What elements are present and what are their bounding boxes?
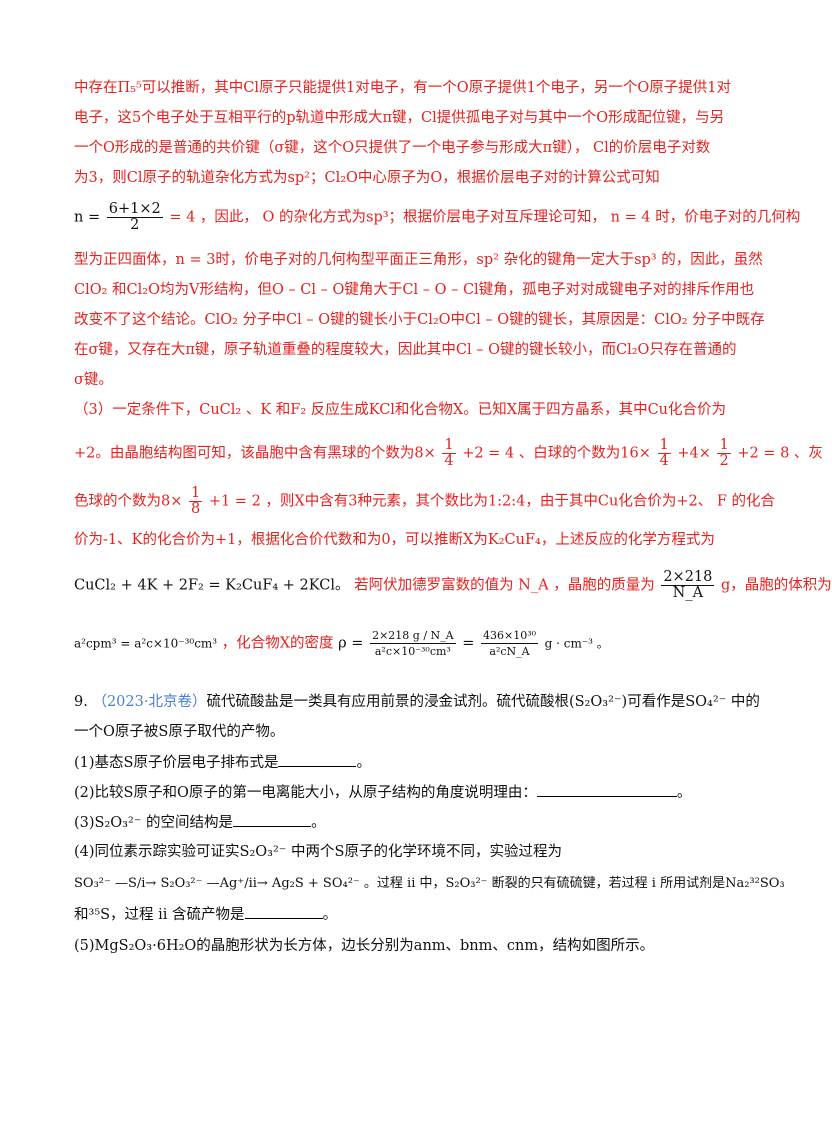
question-9-line: 9. （2023·北京卷）硫代硫酸盐是一类具有应用前景的浸金试剂。硫代硫酸根(S… (74, 692, 760, 712)
answer-blank[interactable] (278, 752, 357, 767)
sub-question-5: (5)MgS₂O₃·6H₂O的晶胞形状为长方体，边长分别为anm、bnm、cnm… (74, 938, 655, 954)
fraction-denominator: a²c×10⁻³⁰cm³ (374, 645, 451, 658)
text-segment: 和³⁵S，过程 ii 含硫产物是 (74, 907, 245, 923)
text-segment: CuCl₂ 、K 和F₂ 反应生成KCl和化合物X。已知X属于四方晶系，其中Cu… (199, 402, 726, 418)
text-segment: +4× (677, 445, 711, 462)
fraction-denominator: 4 (659, 453, 669, 469)
formula: g · cm⁻³ 。 (544, 636, 609, 651)
text-line: 在σ键，又存在大π键，原子轨道重叠的程度较大，因此其中Cl – O键的键长较小，… (74, 342, 737, 358)
fraction-denominator: a²cN_A (489, 645, 530, 658)
text-line: 为3，则Cl原子的轨道杂化方式为sp²；Cl₂O中心原子为O，根据价层电子对的计… (74, 170, 660, 186)
answer-blank[interactable] (536, 782, 677, 797)
fraction-numerator: 1 (188, 485, 203, 502)
text-segment: （3）一定条件下， (74, 402, 200, 418)
text-line: 电子，这5个电子处于互相平行的p轨道中形成大π键，Cl提供孤电子对与其中一个O形… (74, 110, 725, 126)
text-line: （3）一定条件下，CuCl₂ 、K 和F₂ 反应生成KCl和化合物X。已知X属于… (74, 400, 734, 420)
text-line: 改变不了这个结论。ClO₂ 分子中Cl – O键的键长小于Cl₂O中Cl – O… (74, 312, 765, 328)
document-page: 中存在Π₅⁵可以推断，其中Cl原子只能提供1对电子，有一个O原子提供1个电子，另… (74, 80, 832, 954)
text-segment: 。 (356, 755, 371, 771)
text-segment: +2。由晶胞结构图可知，该晶胞中含有黑球的个数为8× (74, 445, 436, 462)
fraction: 6+1×2 2 (106, 201, 163, 233)
text-line: 一个O原子被S原子取代的产物。 (74, 724, 285, 740)
equation: CuCl₂ + 4K + 2F₂ = K₂CuF₄ + 2KCl。 (74, 577, 350, 594)
formula: ρ = (338, 635, 364, 652)
fraction-numerator: 1 (442, 437, 456, 454)
answer-blank[interactable] (233, 812, 312, 827)
text-segment: ，化合物X的密度 (221, 635, 334, 652)
text-line: 型为正四面体，n = 3时，价电子对的几何构型平面正三角形，sp² 杂化的键角一… (74, 252, 763, 268)
formula: a²cpm³ = a²c×10⁻³⁰cm³ (74, 636, 218, 651)
source-tag: （2023·北京卷） (92, 694, 207, 710)
text-segment: 。 (322, 907, 338, 923)
text-segment: +2 = 8 、灰 (737, 445, 823, 462)
sub-question-2: (2)比较S原子和O原子的第一电离能大小，从原子结构的角度说明理由： 。 (74, 782, 734, 803)
sub-question-3: (3)S₂O₃²⁻ 的空间结构是 。 (74, 812, 734, 833)
text-segment: (1)基态S原子价层电子排布式是 (74, 755, 279, 771)
formula: = (462, 635, 475, 652)
text-segment: = 4 ，因此， O 的杂化方式为sp³；根据价层电子对互斥理论可知， n = … (169, 209, 801, 226)
text-line: a²cpm³ = a²c×10⁻³⁰cm³ ，化合物X的密度 ρ = 2×218… (74, 628, 734, 659)
text-segment: (3)S₂O₃²⁻ 的空间结构是 (74, 815, 234, 831)
fraction-denominator: N_A (672, 585, 704, 601)
fraction-numerator: 1 (717, 437, 731, 454)
reaction-line: SO₃²⁻ —S/i→ S₂O₃²⁻ —Ag⁺/ii→ Ag₂S + SO₄²⁻… (74, 876, 785, 891)
text-segment: 色球的个数为8× (74, 493, 183, 510)
text-line: n = 6+1×2 2 = 4 ，因此， O 的杂化方式为sp³；根据价层电子对… (74, 201, 800, 233)
text-line: σ键。 (74, 372, 113, 388)
question-number: 9. (74, 694, 88, 710)
fraction-denominator: 4 (444, 453, 454, 469)
sub-question-4: (4)同位素示踪实验可证实S₂O₃²⁻ 中两个S原子的化学环境不同，实验过程为 (74, 844, 562, 860)
sub-question-1: (1)基态S原子价层电子排布式是 。 (74, 752, 734, 773)
text-line: 中存在Π₅⁵可以推断，其中Cl原子只能提供1对电子，有一个O原子提供1个电子，另… (74, 80, 731, 96)
text-segment: 硫代硫酸盐是一类具有应用前景的浸金试剂。硫代硫酸根(S₂O₃²⁻)可看作是SO₄… (206, 694, 760, 710)
answer-blank[interactable] (244, 904, 323, 919)
text-line: ClO₂ 和Cl₂O均为V形结构，但O – Cl – O键角大于Cl – O –… (74, 282, 755, 298)
formula: n = (74, 209, 101, 226)
fraction-numerator: 6+1×2 (106, 201, 163, 218)
text-segment: 。 (676, 785, 692, 801)
text-segment: +1 = 2 ，则X中含有3种元素，其个数比为1:2:4，由于其中Cu化合价为+… (208, 493, 775, 510)
fraction-denominator: 2 (719, 453, 729, 469)
text-segment: 。 (311, 815, 326, 831)
text-line: 一个O形成的是普通的共价键（σ键，这个O只提供了一个电子参与形成大π键）， Cl… (74, 140, 711, 156)
fraction-numerator: 1 (657, 437, 671, 454)
fraction-denominator: 2 (130, 217, 140, 233)
fraction-denominator: 8 (190, 501, 201, 517)
text-segment: 若阿伏加德罗富数的值为 N_A ，晶胞的质量为 (354, 577, 655, 594)
text-line: 价为-1、K的化合价为+1，根据化合价代数和为0，可以推断X为K₂CuF₄，上述… (74, 532, 715, 548)
fraction-numerator: 2×218 (661, 569, 715, 586)
text-segment: +2 = 4 、白球的个数为16× (462, 445, 651, 462)
text-segment: (2)比较S原子和O原子的第一电离能大小，从原子结构的角度说明理由： (74, 785, 537, 801)
text-line: CuCl₂ + 4K + 2F₂ = K₂CuF₄ + 2KCl。 若阿伏加德罗… (74, 569, 832, 601)
text-segment: g，晶胞的体积为 (721, 577, 832, 594)
text-line: 和³⁵S，过程 ii 含硫产物是 。 (74, 904, 734, 925)
fraction-numerator: 436×10³⁰ (480, 629, 539, 644)
fraction-numerator: 2×218 g / N_A (370, 629, 456, 644)
